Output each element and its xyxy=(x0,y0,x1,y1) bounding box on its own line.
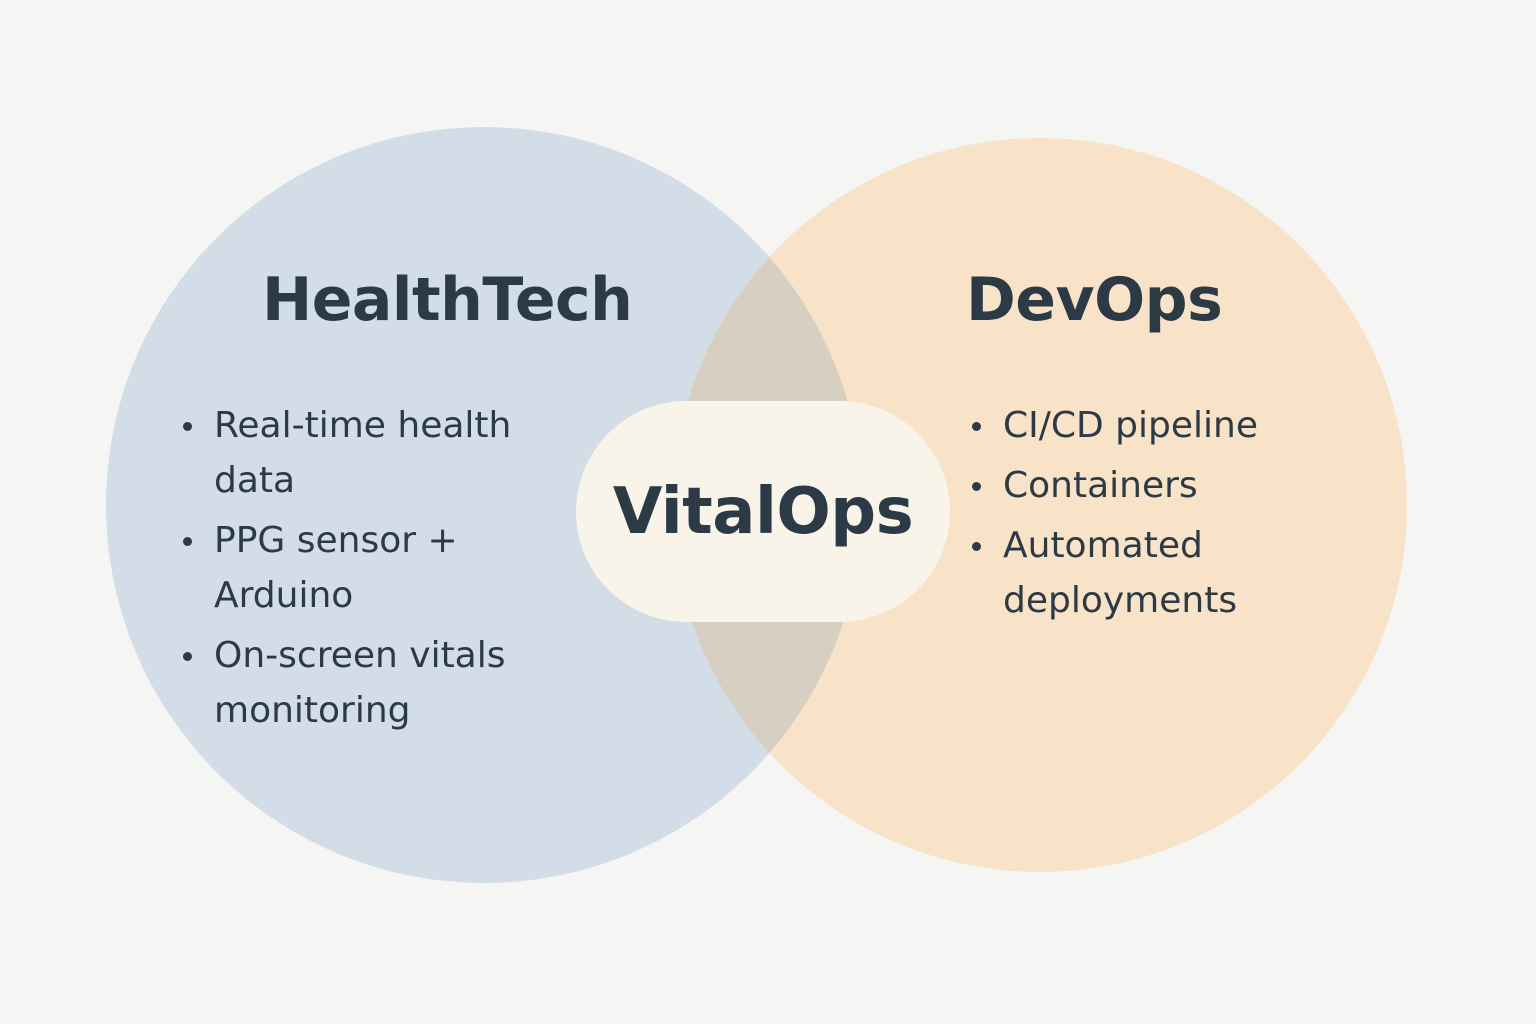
list-item: Real-time health data xyxy=(181,398,561,508)
devops-list: CI/CD pipeline Containers Automated depl… xyxy=(970,398,1310,633)
list-item: On-screen vitals monitoring xyxy=(181,628,561,738)
devops-title: DevOps xyxy=(966,265,1223,335)
list-item: Containers xyxy=(970,458,1310,513)
healthtech-title: HealthTech xyxy=(262,265,633,335)
devops-circle xyxy=(673,138,1407,872)
list-item: CI/CD pipeline xyxy=(970,398,1310,453)
healthtech-list: Real-time health data PPG sensor + Ardui… xyxy=(181,398,561,743)
list-item: PPG sensor + Arduino xyxy=(181,513,561,623)
intersection-pill: VitalOps xyxy=(576,401,950,622)
list-item: Automated deployments xyxy=(970,518,1310,628)
healthtech-circle xyxy=(106,127,862,883)
intersection-label: VitalOps xyxy=(612,474,914,549)
